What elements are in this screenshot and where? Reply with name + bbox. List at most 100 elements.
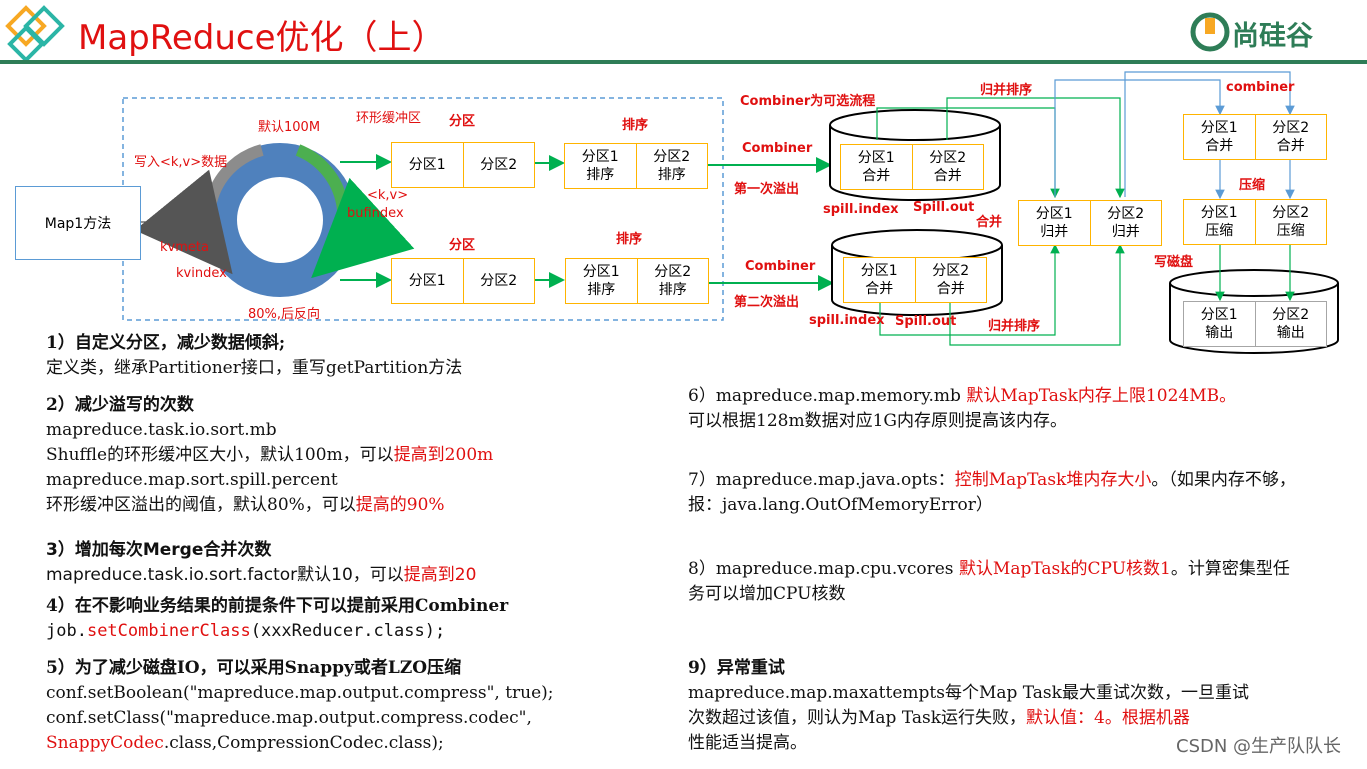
compress-label: 压缩 [1239,178,1266,193]
text-run-highlight: 提高的90% [355,495,445,515]
merge-label: 合并 [976,215,1003,230]
text-run-highlight: 提高到20 [403,565,477,585]
map-method-label: Map1方法 [44,216,112,232]
merged-box: 分区1 归并 分区2 归并 [1018,200,1162,246]
partition-cell: 分区1 [392,259,464,303]
spill-out-label-2: Spill.out [895,314,957,329]
text-run: mapreduce.task.io.sort.factor默认10，可以 [46,565,404,585]
section-3-heading: 3）增加每次Merge合并次数 [46,540,272,560]
section-2-line-3: mapreduce.map.sort.spill.percent [46,470,338,490]
code-run: job. [46,621,87,641]
spill-index-label-2: spill.index [809,313,885,328]
disk-box-1: 分区1 合并 分区2 合并 [840,144,984,190]
compressed-cell: 分区2 压缩 [1272,205,1310,239]
combiner-lowercase-label: combiner [1226,80,1295,95]
section-4-code: job.setCombinerClass(xxxReducer.class); [46,619,445,644]
combiner-label-1: Combiner [742,141,813,156]
text-run-highlight: 提高到200m [393,445,494,465]
write-disk-label: 写磁盘 [1154,255,1194,270]
section-5-line-1: conf.setBoolean("mapreduce.map.output.co… [46,683,554,703]
merged-spill-cell: 分区1 合并 [844,258,916,302]
section-5-heading: 5）为了减少磁盘IO，可以采用Snappy或者LZO压缩 [46,658,462,678]
header-divider [0,60,1367,64]
merged-spill-cell: 分区2 合并 [929,150,967,184]
section-3-line-1: mapreduce.task.io.sort.factor默认10，可以提高到2… [46,563,476,588]
bufindex-label: bufindex [347,206,404,221]
section-9-heading: 9）异常重试 [688,658,785,678]
sorted-cell: 分区1 排序 [566,259,638,303]
sorted-cell: 分区2 排序 [654,264,692,298]
sorted-box-1: 分区1 排序 分区2 排序 [564,143,708,189]
partition-label-top: 分区 [449,114,476,129]
text-run: 7）mapreduce.map.java.opts： [688,470,955,490]
text-run: Shuffle的环形缓冲区大小，默认100m，可以 [46,445,394,465]
section-1-heading: 1）自定义分区，减少数据倾斜; [46,333,286,353]
map-method-box: Map1方法 [15,186,141,260]
kvindex-label: kvindex [176,266,227,281]
section-7-line-2: 报：java.lang.OutOfMemoryError） [688,495,993,515]
merged-spill-cell: 分区1 合并 [841,145,913,189]
code-run: (xxxReducer.class); [250,621,446,641]
merged-spill-cell: 分区2 合并 [932,263,970,297]
partition-cell: 分区1 [392,143,464,187]
sorted-cell: 分区1 排序 [565,144,637,188]
partition-label-bottom: 分区 [449,238,476,253]
text-run-highlight: 默认MapTask内存上限1024MB。 [966,386,1237,406]
merged-cell: 分区2 归并 [1107,206,1145,240]
text-run: 6）mapreduce.map.memory.mb [688,386,967,406]
merged-cell: 分区1 归并 [1019,201,1091,245]
combined-box: 分区1 合并 分区2 合并 [1183,114,1327,160]
second-spill-label: 第二次溢出 [734,295,800,310]
text-run: .class,CompressionCodec.class); [163,733,444,753]
brand-name: 尚硅谷 [1232,21,1313,52]
section-2-line-4: 环形缓冲区溢出的阈值，默认80%，可以提高的90% [46,493,445,518]
section-7-line-1: 7）mapreduce.map.java.opts：控制MapTask堆内存大小… [688,468,1296,493]
write-kv-label: 写入<k,v>数据 [134,155,228,170]
output-box: 分区1 输出 分区2 输出 [1183,301,1327,347]
section-5-line-3: SnappyCodec.class,CompressionCodec.class… [46,731,444,756]
merge-sort-label-bottom: 归并排序 [988,319,1041,334]
sorted-cell: 分区2 排序 [653,149,691,183]
disk-box-2: 分区1 合并 分区2 合并 [843,257,987,303]
sort-label-bottom: 排序 [616,232,643,247]
text-run-highlight: 默认MapTask的CPU核数1 [958,559,1171,579]
code-run-highlight: setCombinerClass [86,621,251,641]
section-2-heading: 2）减少溢写的次数 [46,395,194,415]
section-1-detail: 定义类，继承Partitioner接口，重写getPartition方法 [46,358,463,378]
partition-box-2: 分区1 分区2 [391,258,535,304]
section-4-heading: 4）在不影响业务结果的前提条件下可以提前采用Combiner [46,596,509,616]
section-9-line-2: 次数超过该值，则认为Map Task运行失败，默认值：4。根据机器 [688,706,1190,731]
section-2-line-2: Shuffle的环形缓冲区大小，默认100m，可以提高到200m [46,443,493,468]
sorted-box-2: 分区1 排序 分区2 排序 [565,258,709,304]
page-title: MapReduce优化（上） [78,18,446,58]
partition-box-1: 分区1 分区2 [391,142,535,188]
output-cell: 分区2 输出 [1272,307,1310,341]
default-100m-label: 默认100M [258,120,321,135]
compressed-box: 分区1 压缩 分区2 压缩 [1183,199,1327,245]
section-5-line-2: conf.setClass("mapreduce.map.output.comp… [46,708,532,728]
text-run-highlight: 默认值：4。根据机器 [1026,708,1190,728]
output-cell: 分区1 输出 [1184,302,1256,346]
partition-cell: 分区2 [480,273,518,289]
spill-index-label-1: spill.index [823,202,899,217]
kv-label: <k,v> [367,188,409,203]
sort-label-top: 排序 [622,118,649,133]
section-8-line-1: 8）mapreduce.map.cpu.vcores 默认MapTask的CPU… [688,557,1290,582]
section-6-line-2: 可以根据128m数据对应1G内存原则提高该内存。 [688,411,1067,431]
compressed-cell: 分区1 压缩 [1184,200,1256,244]
combined-cell: 分区2 合并 [1272,120,1310,154]
section-2-line-1: mapreduce.task.io.sort.mb [46,420,277,440]
text-run: 次数超过该值，则认为Map Task运行失败， [688,708,1027,728]
combined-cell: 分区1 合并 [1184,115,1256,159]
brand-logo-icon [1190,12,1230,52]
partition-cell: 分区2 [480,157,518,173]
text-run: 环形缓冲区溢出的阈值，默认80%，可以 [46,495,356,515]
watermark: CSDN @生产队队长 [1176,736,1342,757]
section-8-line-2: 务可以增加CPU核数 [688,584,846,604]
text-run: 。（如果内存不够， [1151,470,1296,490]
combiner-label-2: Combiner [745,259,816,274]
kvmeta-label: kvmeta [160,240,209,255]
first-spill-label: 第一次溢出 [734,182,800,197]
section-9-line-3: 性能适当提高。 [688,733,807,753]
text-run-highlight: 控制MapTask堆内存大小 [954,470,1152,490]
